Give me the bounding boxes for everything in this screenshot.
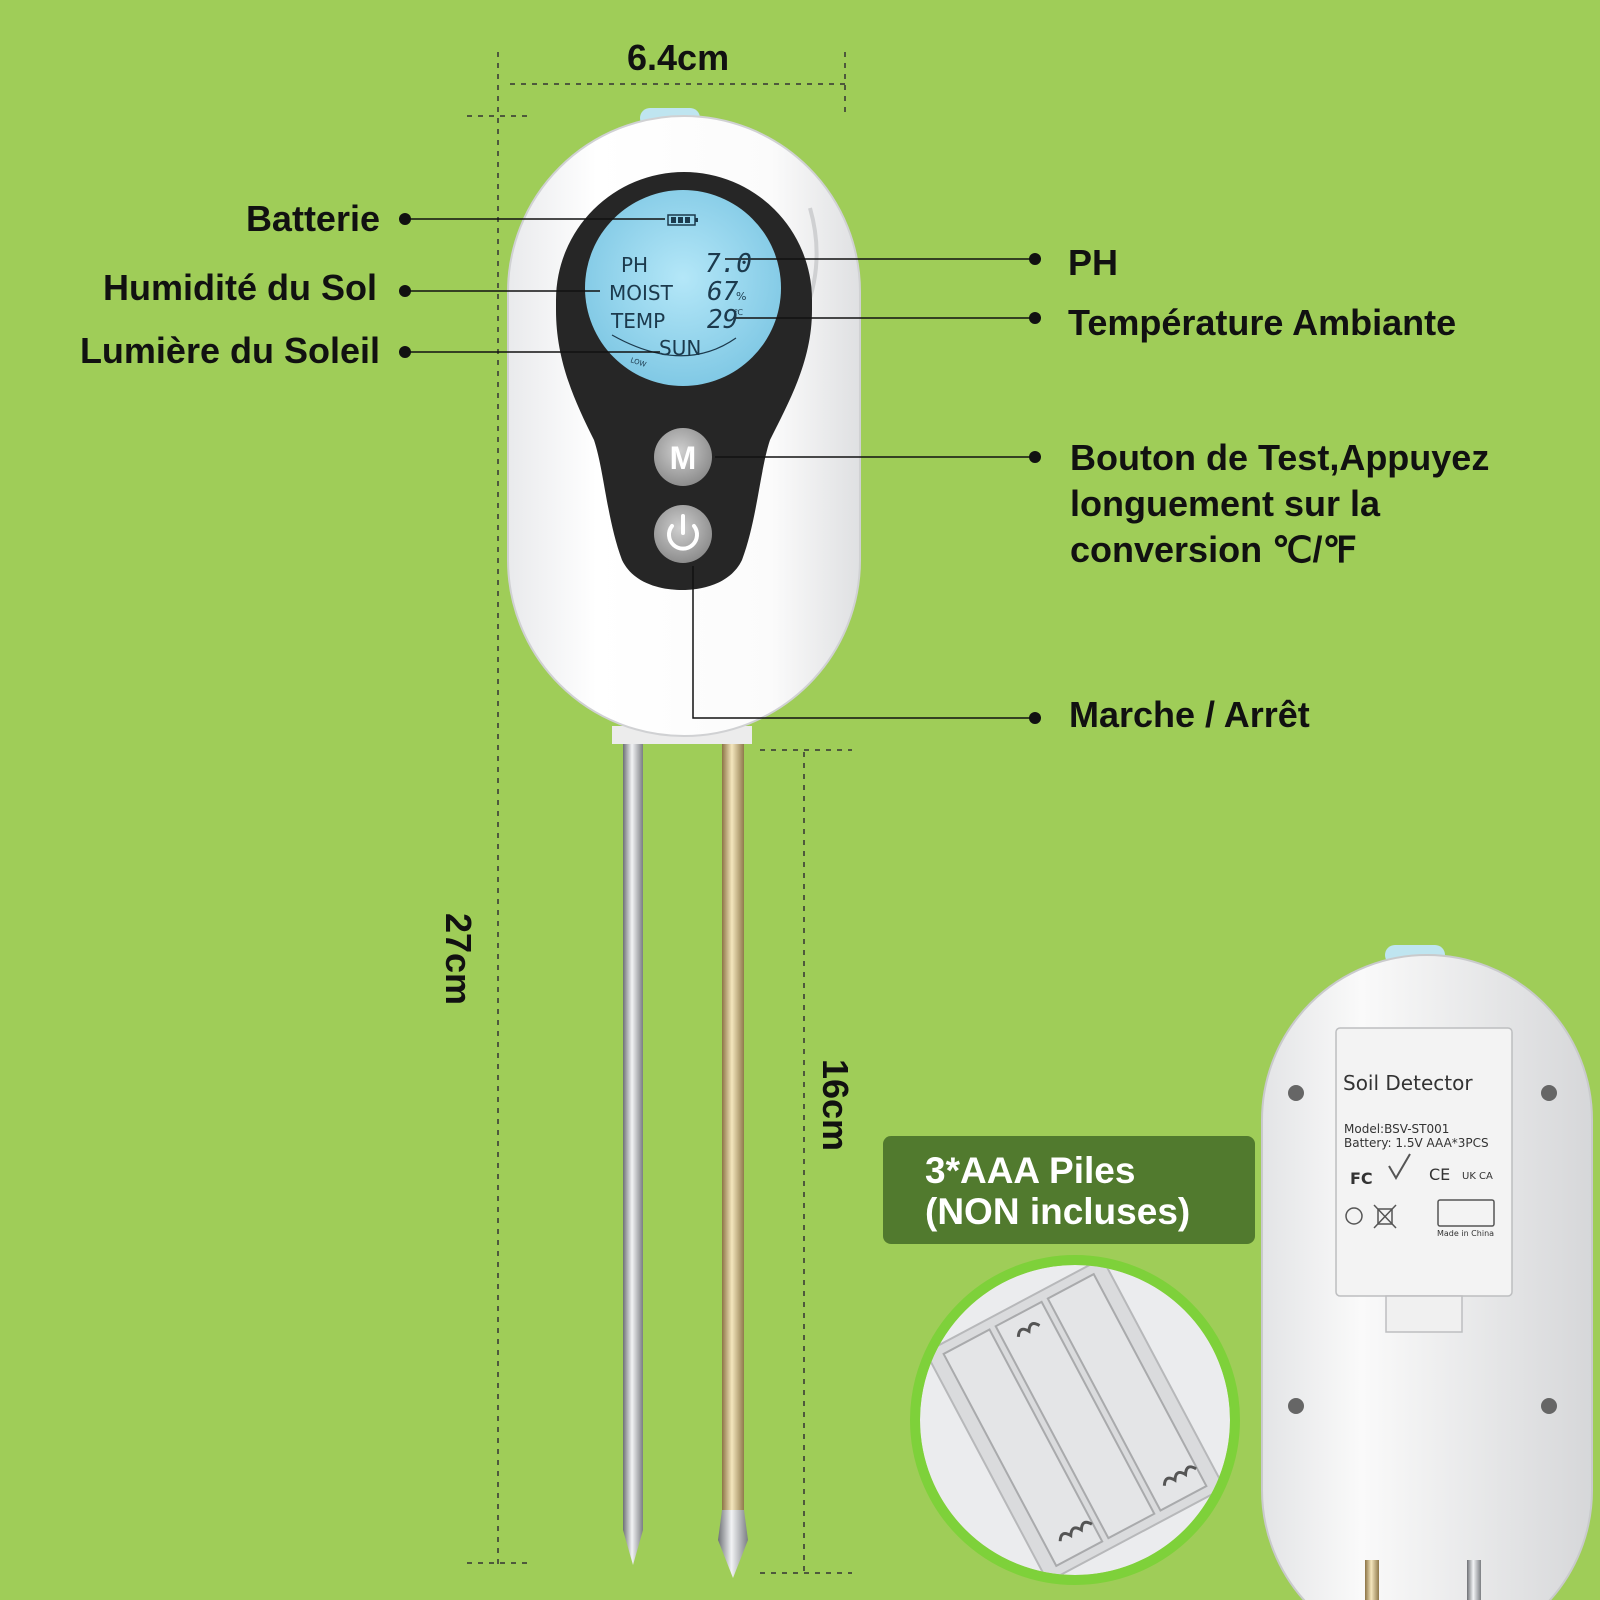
lcd-ph-label: PH [621, 253, 648, 277]
device-back-view [1261, 945, 1593, 1600]
battery-info-text: 3*AAA Piles (NON incluses) [925, 1150, 1190, 1233]
rohs-check-icon [1388, 1153, 1411, 1180]
battery-disposal-icon [1437, 1199, 1495, 1227]
lcd-temp-unit: ℃ [734, 308, 743, 317]
callout-battery: Batterie [245, 198, 380, 239]
width-dimension: 6.4cm [627, 37, 730, 78]
dimension-lines [467, 52, 852, 1574]
lcd-ph-value: 7.0 [705, 249, 752, 279]
lcd-sun-label: SUN [659, 336, 701, 360]
callout-dots [399, 213, 1041, 724]
battery-info-badge: 3*AAA Piles (NON incluses) [883, 1136, 1255, 1244]
lcd-moist-label: MOIST [609, 281, 674, 305]
callout-test-button-line-3: conversion ℃/℉ [1070, 529, 1357, 570]
lcd-moist-unit: % [736, 290, 746, 303]
callout-sunlight: Lumière du Soleil [79, 330, 380, 371]
callout-ph: PH [1068, 242, 1119, 283]
callout-soil-moisture: Humidité du Sol [103, 267, 377, 308]
back-label-title: Soil Detector [1343, 1071, 1473, 1095]
mode-button-label: M [670, 440, 697, 476]
weee-bin-icon [1373, 1204, 1397, 1229]
callout-power: Marche / Arrêt [1069, 694, 1310, 735]
back-label-model: Model:BSV-ST001 [1344, 1122, 1449, 1136]
callout-ambient-temp: Température Ambiante [1068, 302, 1457, 343]
callout-test-button: Bouton de Test,Appuyez longuement sur la… [1070, 435, 1489, 573]
callout-test-button-line-2: longuement sur la [1070, 483, 1381, 524]
back-label-battery: Battery: 1.5V AAA*3PCS [1344, 1136, 1489, 1150]
power-icon [667, 514, 699, 551]
battery-icon [667, 214, 698, 226]
lcd-moist-value: 67 [707, 277, 739, 307]
mode-button-shape [654, 428, 712, 486]
back-label-origin: Made in China [1437, 1229, 1494, 1238]
callout-lines [405, 218, 1035, 719]
battery-compartment-closeup [910, 1255, 1240, 1585]
total-length-dimension: 27cm [438, 912, 479, 1006]
lcd-temp-label: TEMP [610, 309, 665, 333]
recycle-icon [1345, 1207, 1363, 1225]
battery-info-line-2: (NON incluses) [925, 1191, 1191, 1233]
cert-ce: CE [1429, 1165, 1450, 1184]
metal-probes [612, 726, 752, 1578]
battery-info-line-1: 3*AAA Piles [925, 1150, 1136, 1191]
lcd-temp-value: 29 [707, 305, 738, 335]
cert-fc: FC [1350, 1169, 1373, 1188]
callout-test-button-line-1: Bouton de Test,Appuyez [1070, 437, 1490, 478]
probe-length-dimension: 16cm [815, 1058, 856, 1152]
device-body [507, 108, 861, 737]
cert-ukca: UK CA [1462, 1171, 1493, 1182]
